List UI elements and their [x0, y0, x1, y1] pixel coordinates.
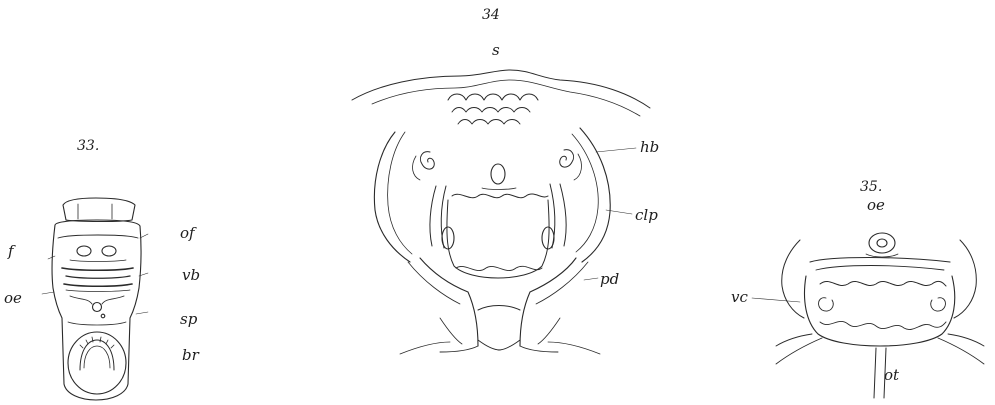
- figure-35-drawing: [752, 233, 984, 398]
- figure-34-drawing: [352, 70, 650, 354]
- figure-33-drawing: [42, 198, 148, 400]
